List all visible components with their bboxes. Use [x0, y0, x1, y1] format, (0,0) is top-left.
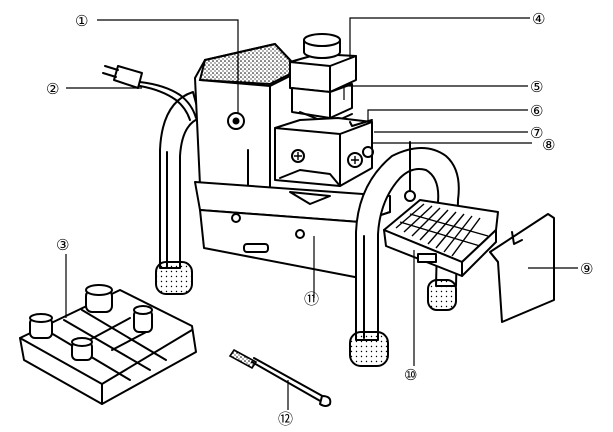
upper-unit — [289, 33, 357, 125]
power-cord — [102, 65, 197, 121]
base-screw-hole — [231, 213, 241, 223]
callout-1: ① — [75, 12, 88, 30]
stand-post-mid — [71, 337, 93, 361]
callout-3: ③ — [56, 236, 69, 254]
top-cap-knob[interactable] — [303, 33, 341, 59]
callout-10: ⑩ — [404, 366, 417, 384]
callout-8: ⑧ — [542, 136, 555, 154]
base-stand — [19, 284, 197, 405]
stand-post-right — [133, 305, 153, 333]
leader-lines — [65, 17, 578, 410]
callout-2: ② — [46, 80, 59, 98]
stand-post-top — [85, 284, 113, 313]
stand-post-left — [29, 313, 53, 339]
adjust-screw-right[interactable] — [347, 146, 374, 168]
callout-11: ⑪ — [304, 290, 319, 308]
base-bottom-cap — [243, 243, 269, 253]
left-leg-tube — [155, 91, 201, 295]
power-switch-knob[interactable] — [227, 112, 245, 130]
spindle-screw[interactable] — [404, 141, 416, 202]
callout-5: ⑤ — [530, 78, 543, 96]
right-leg-tube — [349, 147, 460, 367]
callout-4: ④ — [532, 10, 545, 28]
callout-9: ⑨ — [580, 260, 593, 278]
motor-housing — [194, 42, 293, 191]
callout-6: ⑥ — [530, 102, 543, 120]
callout-7: ⑦ — [530, 124, 543, 142]
right-front-foot — [349, 331, 389, 367]
hair-tray[interactable] — [383, 199, 499, 277]
callout-12: ⑫ — [278, 410, 293, 428]
base-screw-hole — [295, 229, 305, 239]
cover-plate[interactable] — [489, 213, 555, 323]
cleaning-brush — [228, 348, 332, 407]
cutter-head — [274, 117, 374, 187]
right-rear-foot — [427, 279, 457, 311]
adjust-screw-left[interactable] — [291, 149, 305, 163]
left-rear-foot — [155, 261, 193, 295]
